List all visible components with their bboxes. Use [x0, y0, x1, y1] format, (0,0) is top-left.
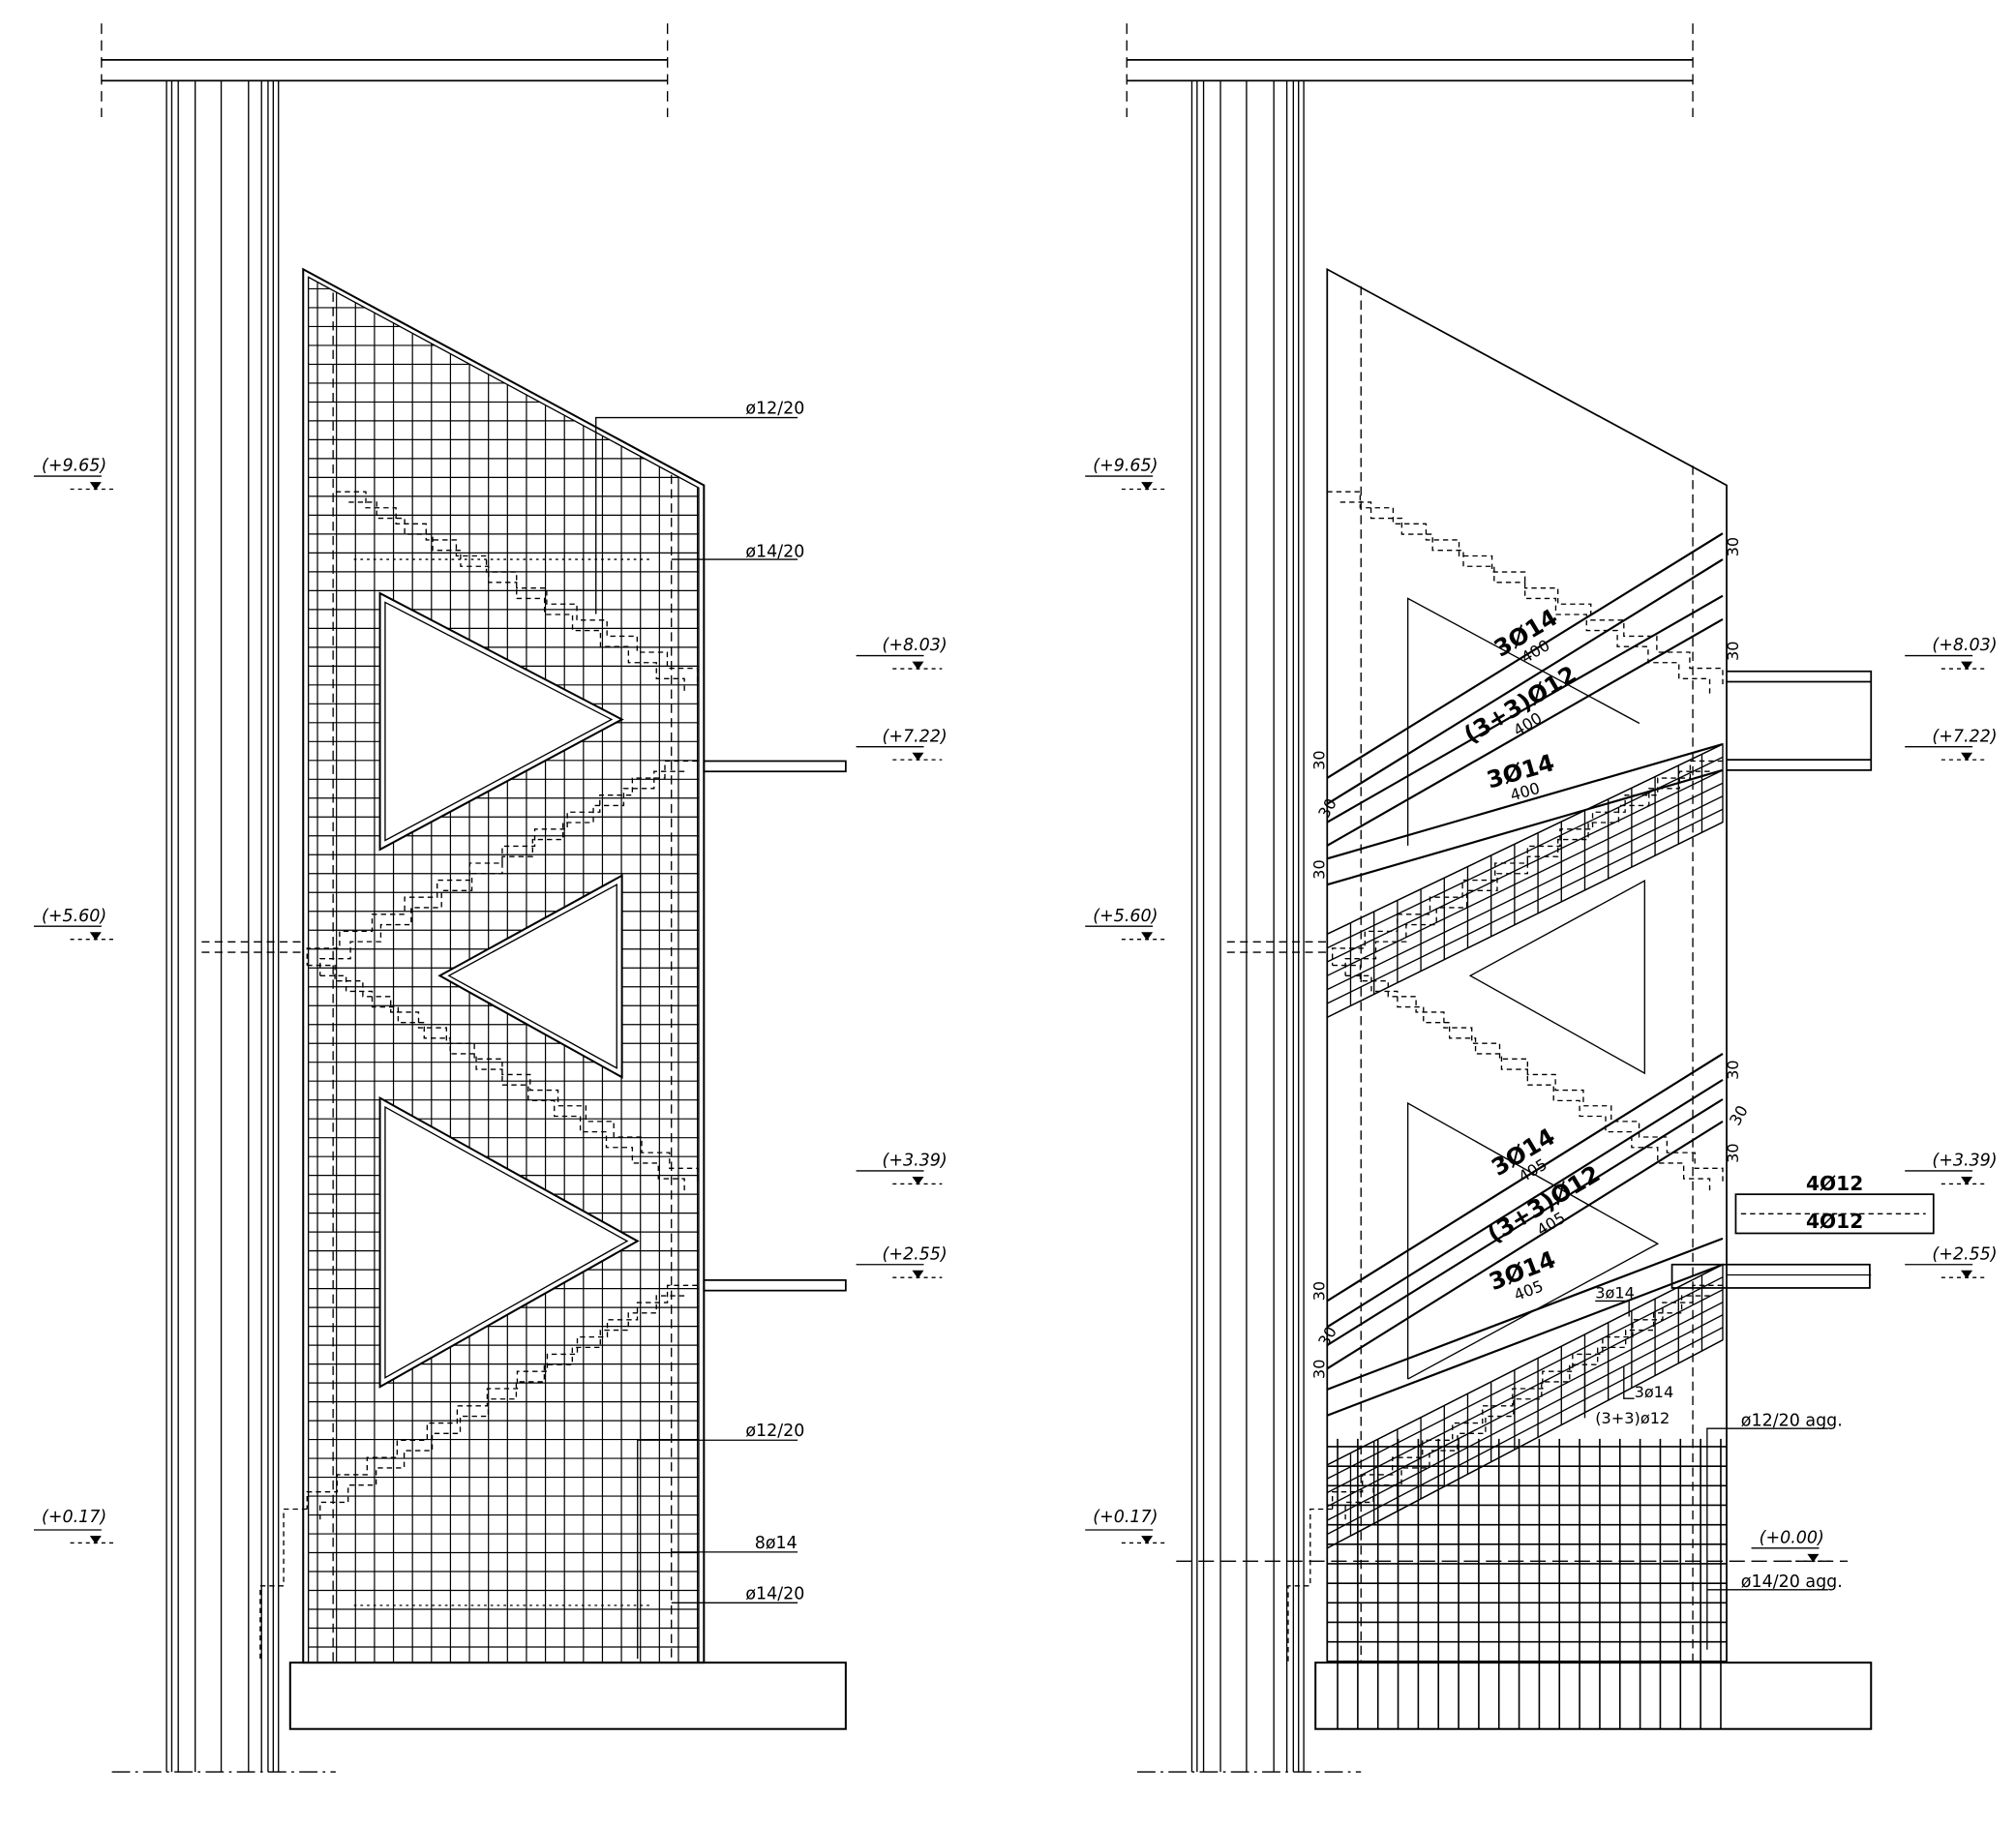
level-triangle-icon [912, 752, 924, 762]
right-top-slab [1126, 23, 1694, 117]
right-stair-dashed [1287, 491, 1724, 1663]
stair-dashed-line [1287, 491, 1724, 1663]
level-triangle-icon [89, 1536, 102, 1544]
left-rebar-label-8o14: 8ø14 [755, 1534, 797, 1553]
right-level-722: (+7.22) [1932, 727, 1997, 746]
level-triangle-icon [89, 482, 102, 491]
left-rebar-label-bottom-14: ø14/20 [745, 1584, 804, 1603]
right-wall-outline [1326, 267, 1728, 1663]
mesh-band-bar [1326, 1276, 1724, 1480]
level-triangle-icon [912, 661, 924, 671]
dim-30-a: 30 [1310, 750, 1329, 770]
right-foundation [1314, 1662, 1873, 1730]
dim-30-g: 30 [1314, 1324, 1340, 1350]
dim-30-e: 30 [1724, 641, 1742, 661]
left-slab-stubs [201, 760, 847, 1292]
right-level-017: (+0.17) [1093, 1508, 1158, 1527]
right-leaders [1583, 1300, 1828, 1650]
left-rebar-label-bottom-12: ø12/20 [745, 1422, 804, 1441]
dim-30-i: 30 [1724, 1060, 1742, 1080]
level-triangle-icon [1961, 752, 1973, 762]
right-slab-stubs [1176, 670, 1935, 1562]
mesh-band-bar [1326, 769, 1724, 963]
level-triangle-icon [912, 1177, 924, 1185]
left-openings [378, 591, 640, 1389]
level-triangle-icon [1807, 1553, 1820, 1563]
dim-30-c: 30 [1310, 859, 1329, 880]
level-triangle-icon [1961, 1270, 1973, 1279]
left-top-slab [101, 23, 669, 117]
level-triangle-icon [912, 1270, 924, 1279]
level-triangle-icon [1141, 482, 1154, 491]
left-level-560: (+5.60) [42, 907, 106, 926]
mesh-band-bar [1326, 1302, 1724, 1508]
beam-bar-top: 4Ø12 [1806, 1172, 1863, 1195]
mesh-band-bar [1326, 756, 1724, 949]
mesh-band-bar [1326, 808, 1724, 1004]
level-triangle-icon [1141, 932, 1154, 941]
mesh-band-bar [1326, 782, 1724, 976]
dim-30-d: 30 [1724, 537, 1742, 557]
level-triangle-icon [89, 932, 102, 941]
dim-30-j: 30 [1726, 1102, 1752, 1128]
dim-30-h: 30 [1310, 1360, 1329, 1380]
small-label-3o14-top: 3ø14 [1595, 1284, 1635, 1303]
small-label-3o14-bottom: 3ø14 [1635, 1383, 1674, 1401]
right-level-803: (+8.03) [1932, 636, 1997, 655]
right-column [1137, 80, 1362, 1773]
small-label-3plus3: (3+3)ø12 [1595, 1409, 1670, 1427]
left-level-017: (+0.17) [42, 1508, 106, 1527]
level-markers [33, 475, 1986, 1563]
left-level-803: (+8.03) [883, 636, 948, 655]
mesh-band-bar [1326, 1327, 1724, 1536]
right-level-255: (+2.55) [1932, 1244, 1997, 1264]
left-rebar-label-top-14: ø14/20 [745, 542, 804, 561]
left-leaders [595, 416, 798, 1660]
left-elevation [101, 23, 847, 1773]
mesh-band-bar [1326, 743, 1724, 935]
level-triangle-icon [1141, 1536, 1154, 1544]
dim-30-f: 30 [1310, 1281, 1329, 1302]
left-level-722: (+7.22) [883, 727, 948, 746]
mesh-band-bar [1326, 1339, 1724, 1549]
beam-bar-bottom: 4Ø12 [1806, 1210, 1863, 1233]
level-triangle-icon [1961, 1177, 1973, 1185]
mesh-band-bar [1326, 795, 1724, 991]
mesh-band-bar [1326, 1289, 1724, 1494]
left-rebar-label-top-12: ø12/20 [745, 400, 804, 419]
right-bottom-mesh [1327, 1438, 1728, 1729]
right-level-965: (+9.65) [1093, 457, 1158, 476]
dim-30-k: 30 [1724, 1143, 1742, 1163]
left-column [111, 80, 336, 1773]
right-level-339: (+3.39) [1932, 1152, 1997, 1171]
left-level-965: (+9.65) [42, 457, 106, 476]
mesh-band-bar [1326, 1264, 1724, 1466]
left-level-339: (+3.39) [883, 1152, 948, 1171]
right-level-560: (+5.60) [1093, 907, 1158, 926]
level-triangle-icon [1961, 661, 1973, 671]
left-foundation [288, 1662, 847, 1730]
right-level-000: (+0.00) [1760, 1528, 1824, 1547]
right-elevation [1126, 23, 1935, 1773]
agg-label-12: ø12/20 agg. [1741, 1411, 1843, 1430]
left-level-255: (+2.55) [883, 1244, 948, 1264]
mesh-band-bar [1326, 822, 1724, 1018]
agg-label-14: ø14/20 agg. [1741, 1572, 1843, 1592]
